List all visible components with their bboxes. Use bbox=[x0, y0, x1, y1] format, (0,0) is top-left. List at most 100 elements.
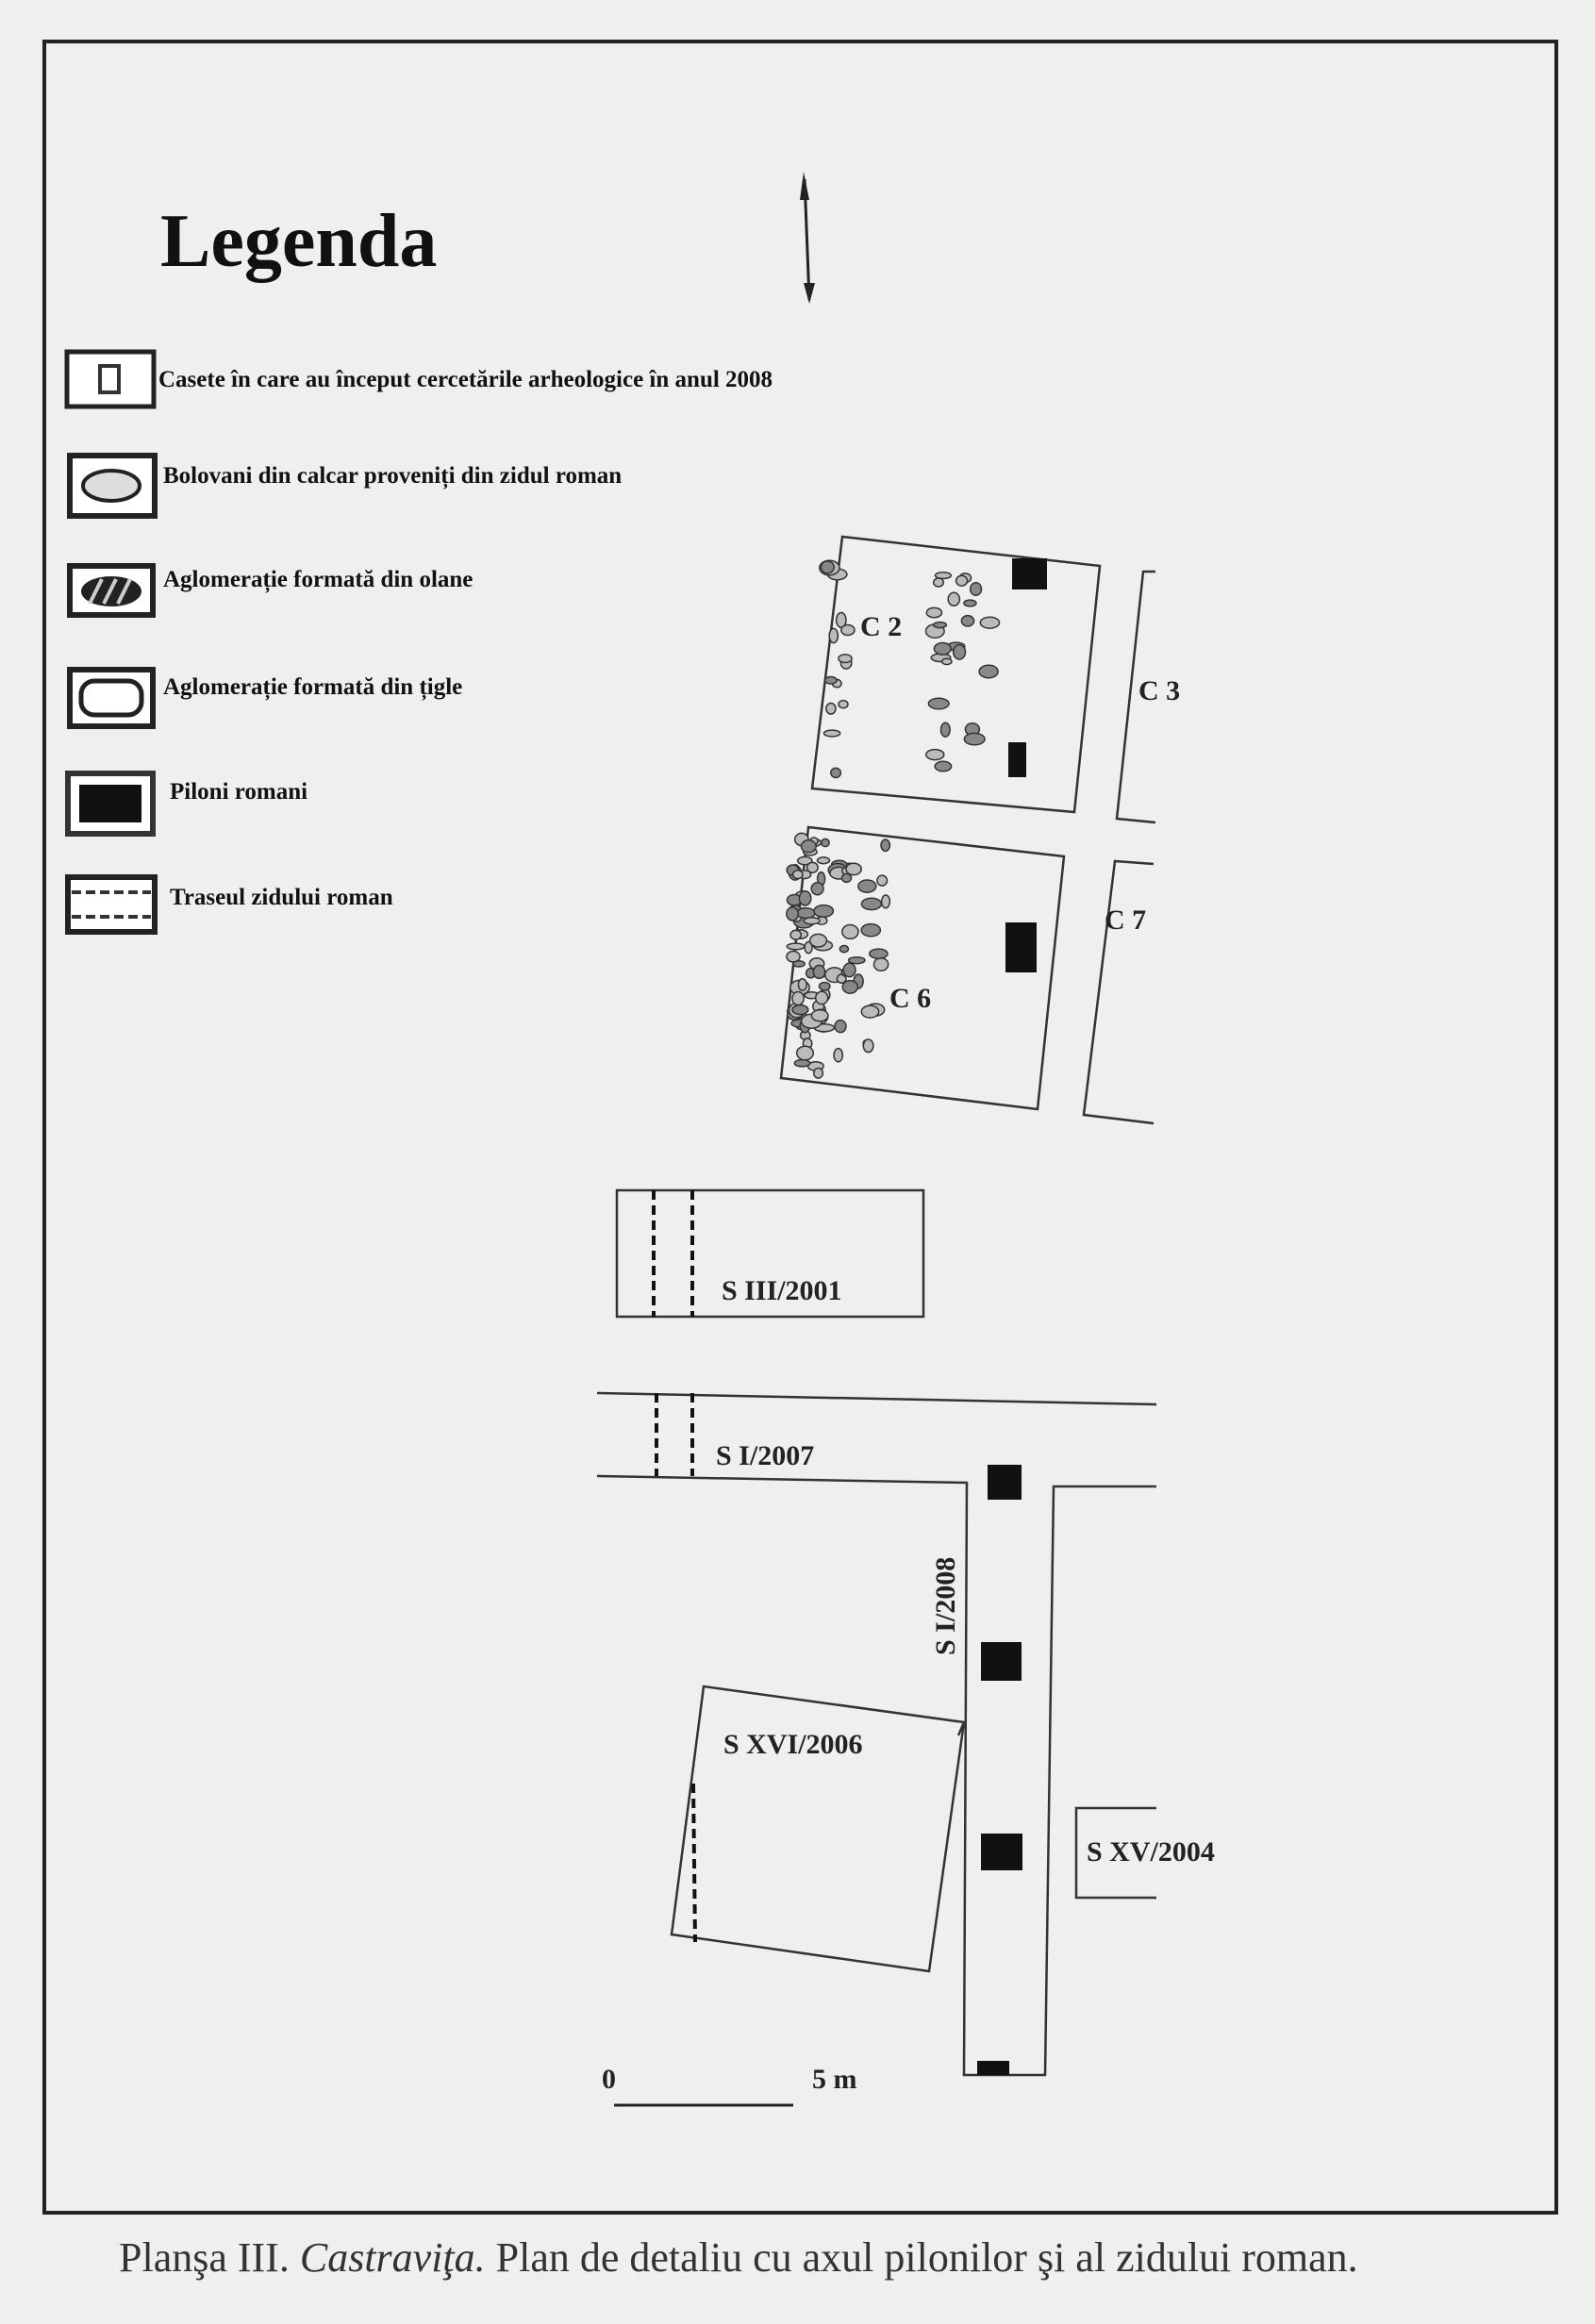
stone bbox=[947, 591, 961, 607]
stone bbox=[834, 1019, 847, 1034]
stone bbox=[816, 856, 831, 865]
legend-item: Bolovani din calcar proveniți din zidul … bbox=[67, 453, 622, 519]
trench-label: S XVI/2006 bbox=[723, 1729, 863, 1760]
stone bbox=[833, 1047, 844, 1063]
stone bbox=[814, 990, 829, 1005]
pillar bbox=[981, 1834, 1022, 1870]
stone bbox=[940, 657, 953, 666]
trench-c6: C 6 bbox=[779, 825, 1066, 1111]
stone bbox=[869, 948, 889, 960]
stone bbox=[934, 760, 953, 772]
stone bbox=[860, 897, 883, 911]
stone bbox=[786, 942, 806, 951]
stone bbox=[857, 879, 877, 893]
stone bbox=[791, 990, 805, 1006]
stone bbox=[786, 950, 801, 963]
trench-s3-2001: S III/2001 bbox=[615, 1188, 925, 1319]
stone bbox=[978, 664, 999, 679]
stone bbox=[806, 861, 819, 873]
pillar bbox=[1005, 922, 1037, 972]
trench-label: C 3 bbox=[1138, 675, 1180, 706]
stone bbox=[933, 641, 952, 656]
stone bbox=[795, 1045, 815, 1061]
stone bbox=[969, 581, 983, 597]
stone bbox=[860, 922, 882, 938]
trench-label: C 6 bbox=[889, 983, 931, 1014]
scale-end-label: 5 m bbox=[812, 2064, 857, 2095]
legend-label: Aglomerație formată din țigle bbox=[163, 674, 462, 701]
legend-item: Piloni romani bbox=[65, 771, 307, 837]
stone bbox=[979, 616, 1001, 629]
stone bbox=[796, 855, 813, 866]
stone bbox=[839, 944, 850, 954]
trench-s1-2007: S I/2007 bbox=[596, 1391, 1157, 2077]
stone bbox=[840, 623, 856, 637]
stone bbox=[813, 1067, 824, 1079]
stone bbox=[795, 907, 816, 920]
legend-label: Piloni romani bbox=[170, 779, 307, 805]
stone bbox=[838, 699, 849, 709]
stone bbox=[939, 722, 951, 738]
stone bbox=[845, 862, 862, 876]
stone bbox=[825, 702, 837, 715]
stone bbox=[955, 574, 969, 587]
trench-label: S I/2007 bbox=[716, 1440, 814, 1471]
figure-caption: Planşa III. Castraviţa. Plan de detaliu … bbox=[119, 2234, 1358, 2281]
stone bbox=[963, 599, 977, 607]
pillar bbox=[1008, 742, 1026, 777]
stone bbox=[821, 838, 830, 848]
stone bbox=[841, 979, 859, 994]
stone bbox=[876, 874, 889, 887]
page-frame bbox=[42, 40, 1558, 2215]
stone bbox=[793, 1058, 811, 1068]
legend-title: Legenda bbox=[160, 200, 437, 283]
legend-item: Aglomerație formată din țigle bbox=[67, 667, 462, 729]
trench-label: C 7 bbox=[1105, 905, 1146, 936]
trench-label: C 2 bbox=[860, 611, 902, 642]
stone bbox=[963, 732, 986, 746]
trench-label: S I/2008 bbox=[930, 1557, 961, 1655]
stone bbox=[840, 872, 853, 884]
scale-bar: 0 5 m bbox=[602, 2064, 857, 2107]
stone bbox=[960, 614, 975, 627]
stone bbox=[925, 748, 945, 761]
pillar bbox=[977, 2061, 1009, 2075]
north-arrow-icon bbox=[800, 172, 815, 304]
stone bbox=[813, 904, 835, 918]
stone bbox=[822, 729, 841, 738]
stone bbox=[803, 917, 821, 925]
stone bbox=[880, 838, 891, 853]
stone bbox=[872, 956, 889, 972]
stone bbox=[818, 981, 831, 991]
stone bbox=[927, 697, 950, 710]
legend-label: Traseul zidului roman bbox=[170, 885, 393, 910]
stone bbox=[800, 839, 817, 854]
stone bbox=[810, 881, 824, 896]
stone bbox=[952, 643, 967, 660]
legend-label: Bolovani din calcar proveniți din zidul … bbox=[163, 463, 622, 490]
stone bbox=[860, 1004, 880, 1019]
stone bbox=[934, 571, 953, 580]
trench-c7: C 7 bbox=[1082, 859, 1155, 1125]
trench-c3: C 3 bbox=[1115, 570, 1180, 824]
stone bbox=[797, 977, 807, 991]
stone bbox=[880, 894, 891, 909]
trench-s15-2004: S XV/2004 bbox=[1074, 1806, 1215, 1900]
pillar bbox=[1012, 558, 1047, 589]
stone bbox=[808, 933, 828, 948]
trench-label: S XV/2004 bbox=[1087, 1836, 1215, 1868]
trench-s1-2008: S I/2008 bbox=[930, 1465, 1022, 2075]
stone bbox=[932, 621, 948, 629]
trench-label: S III/2001 bbox=[722, 1275, 842, 1306]
wall-route-icon bbox=[65, 874, 158, 935]
pillar bbox=[988, 1465, 1022, 1500]
stone bbox=[820, 560, 835, 574]
stone bbox=[789, 929, 803, 940]
stone bbox=[925, 606, 943, 619]
stone bbox=[812, 964, 826, 980]
stone bbox=[847, 955, 866, 965]
trench-c2: C 2 bbox=[810, 535, 1102, 814]
legend-item: Aglomerație formată din olane bbox=[67, 563, 473, 618]
stone bbox=[823, 675, 838, 685]
trench-s16-2006: S XVI/2006 bbox=[670, 1685, 966, 1973]
